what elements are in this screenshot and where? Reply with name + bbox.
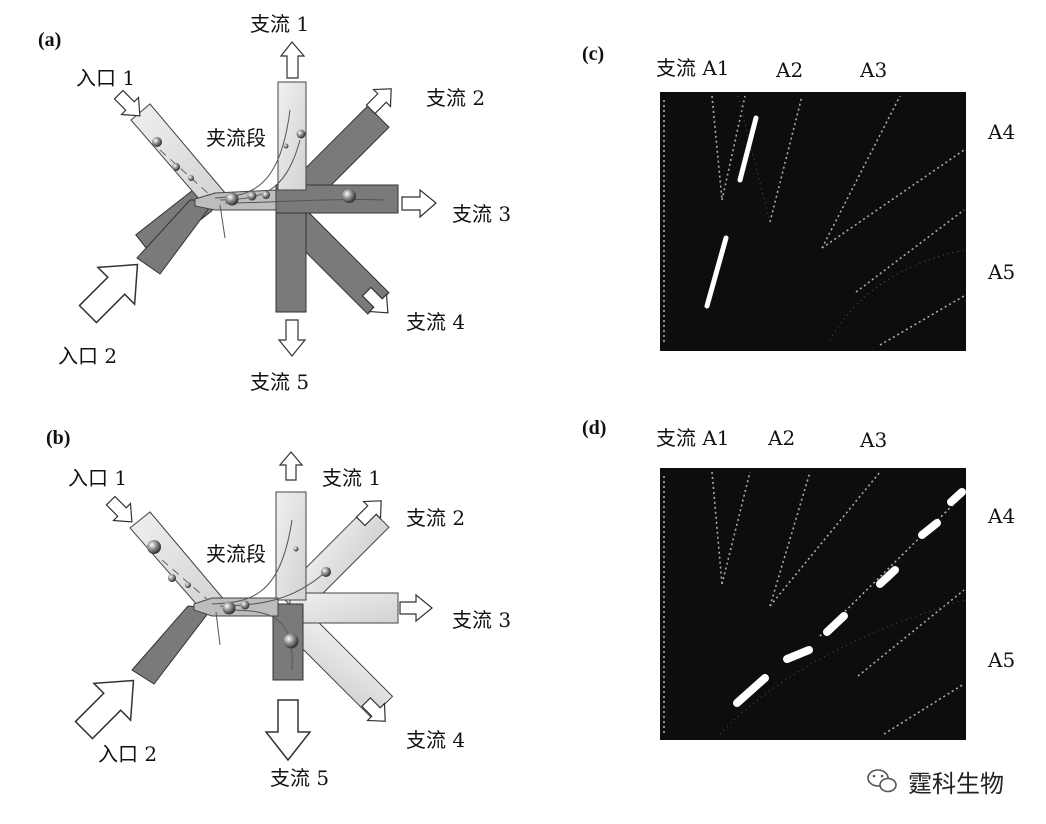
particle [225,192,239,206]
label-branch-4: 支流 4 [406,310,466,334]
particle [296,129,306,139]
arrow-branch-1 [279,41,306,79]
label-branch-4: 支流 4 [406,728,466,752]
arrow-branch-4 [361,697,386,722]
panel-c-tag: (c) [582,43,605,65]
streak-particle [737,115,759,183]
channel-inlet-1 [130,103,227,201]
particle [321,567,331,577]
label-a3: A3 [860,58,888,82]
particle [262,191,270,199]
streak-particle [704,235,729,309]
pinch-segment [193,597,279,617]
arrow-branch-1 [278,451,304,481]
arrow-inlet-1 [113,89,141,117]
label-pinch-segment: 夹流段 [206,542,266,566]
particle [185,582,191,588]
arrow-branch-2 [365,88,392,115]
arrow-branch-3 [401,188,437,219]
label-a2: A2 [768,426,796,450]
panel-a-diagram [78,41,437,357]
panel-d-photo [660,468,966,740]
label-branch-1: 支流 1 [322,466,382,490]
particle [172,163,180,171]
photo-d-background [660,468,966,740]
streak-particles [733,488,966,707]
wechat-icon [867,769,897,793]
label-branch-a1: 支流 A1 [656,56,730,80]
arrow-inlet-2 [78,263,139,324]
panel-c-photo [660,92,966,351]
label-inlet-1: 入口 1 [68,466,128,490]
arrow-inlet-2 [74,679,135,740]
particle [168,574,176,582]
particle [342,189,356,203]
particle [247,191,257,201]
channel-branch-1 [275,491,307,601]
label-branch-3: 支流 3 [452,608,512,632]
label-inlet-2: 入口 2 [58,344,118,368]
particle [152,137,162,147]
arrow-inlet-1 [105,495,133,523]
arrow-branch-2 [355,500,382,527]
channel-inlet-2 [131,605,213,685]
panel-a-tag: (a) [38,29,62,51]
label-branch-5: 支流 5 [250,370,310,394]
label-branch-1: 支流 1 [250,12,310,36]
particle [222,601,236,615]
photo-c-background [660,92,966,351]
panel-d-tag: (d) [582,417,607,439]
particle [188,175,194,181]
label-pinch-segment: 夹流段 [206,126,266,150]
particle [240,600,250,610]
label-a4: A4 [988,120,1016,144]
arrow-branch-5 [277,319,307,357]
channel-branch-5 [275,199,307,313]
arrow-branch-4 [361,286,389,314]
label-a3: A3 [860,428,888,452]
particle [147,540,161,554]
particle [293,546,299,552]
label-a5: A5 [988,648,1016,672]
label-branch-a1: 支流 A1 [656,426,730,450]
particle [283,633,299,649]
label-branch-3: 支流 3 [452,202,512,226]
label-inlet-1: 入口 1 [76,66,136,90]
label-a2: A2 [776,58,804,82]
panel-b-diagram [74,451,433,762]
label-branch-5: 支流 5 [270,766,330,790]
label-branch-2: 支流 2 [406,506,466,530]
label-a5: A5 [988,260,1016,284]
panel-b-tag: (b) [46,427,71,449]
label-a4: A4 [988,504,1016,528]
watermark-text: 霆科生物 [908,770,1004,798]
watermark: 霆科生物 [908,764,1004,799]
label-inlet-2: 入口 2 [98,742,158,766]
label-branch-2: 支流 2 [426,86,486,110]
arrow-branch-3 [399,593,433,623]
arrow-branch-5 [264,699,312,762]
particle [283,143,289,149]
